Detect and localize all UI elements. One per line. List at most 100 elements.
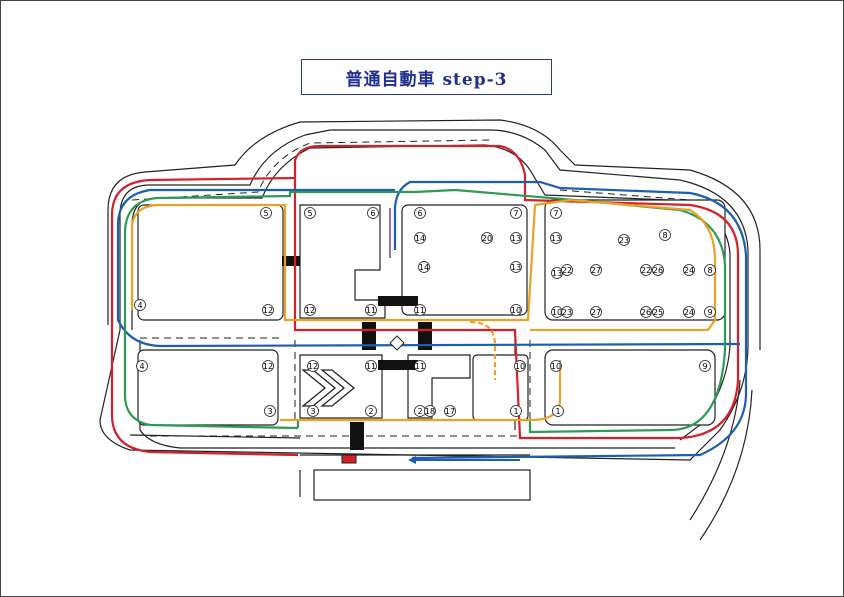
marker-label: 10 [511, 306, 521, 315]
marker-22: 27 [590, 264, 602, 276]
center-diamond [389, 335, 405, 351]
marker-label: 10 [551, 362, 561, 371]
marker-label: 23 [562, 308, 572, 317]
marker-35: 12 [262, 360, 274, 372]
marker-40: 10 [550, 360, 562, 372]
marker-label: 6 [417, 209, 422, 218]
course-blocks [137, 199, 726, 426]
entrance-marker [341, 454, 357, 464]
marker-label: 13 [511, 263, 521, 272]
marker-10: 11 [414, 304, 426, 316]
marker-label: 11 [366, 306, 376, 315]
marker-label: 22 [641, 266, 651, 275]
marker-1: 5 [304, 207, 316, 219]
marker-41: 9 [699, 360, 711, 372]
marker-16: 13 [510, 261, 522, 273]
route-red [110, 144, 740, 457]
marker-label: 12 [263, 362, 273, 371]
marker-43: 3 [307, 405, 319, 417]
marker-label: 26 [653, 266, 663, 275]
marker-label: 8 [707, 266, 712, 275]
marker-36: 12 [307, 360, 319, 372]
marker-20: 13 [551, 267, 563, 279]
marker-label: 14 [419, 263, 429, 272]
marker-label: 12 [305, 306, 315, 315]
marker-44: 2 [365, 405, 377, 417]
marker-34: 4 [136, 360, 148, 372]
routes [110, 144, 748, 460]
marker-18: 8 [659, 229, 671, 241]
marker-39: 10 [514, 360, 526, 372]
marker-label: 25 [653, 308, 663, 317]
marker-label: 17 [445, 407, 455, 416]
marker-9: 11 [365, 304, 377, 316]
marker-11: 10 [510, 304, 522, 316]
marker-25: 24 [683, 264, 695, 276]
marker-label: 23 [619, 236, 629, 245]
marker-label: 11 [415, 306, 425, 315]
marker-label: 24 [684, 266, 694, 275]
marker-26: 8 [704, 264, 716, 276]
marker-13: 20 [481, 232, 493, 244]
marker-label: 27 [591, 266, 601, 275]
marker-label: 10 [515, 362, 525, 371]
marker-37: 11 [365, 360, 377, 372]
marker-label: 27 [591, 308, 601, 317]
route-blue [116, 180, 748, 460]
page-title: 普通自動車 step-3 [345, 69, 508, 90]
marker-47: 17 [444, 405, 456, 417]
marker-label: 2 [417, 407, 422, 416]
marker-17: 13 [550, 232, 562, 244]
marker-label: 13 [511, 234, 521, 243]
marker-12: 14 [414, 232, 426, 244]
route-orange [130, 198, 717, 422]
marker-2: 6 [367, 207, 379, 219]
marker-label: 11 [415, 362, 425, 371]
marker-29: 27 [590, 306, 602, 318]
marker-19: 23 [618, 234, 630, 246]
marker-label: 24 [684, 308, 694, 317]
marker-label: 13 [552, 269, 562, 278]
marker-28: 23 [561, 306, 573, 318]
title-box: 普通自動車 step-3 [301, 59, 552, 95]
marker-label: 12 [263, 306, 273, 315]
marker-label: 12 [308, 362, 318, 371]
marker-label: 13 [551, 234, 561, 243]
marker-48: 1 [510, 405, 522, 417]
marker-label: 1 [513, 407, 518, 416]
marker-33: 9 [704, 306, 716, 318]
marker-23: 22 [640, 264, 652, 276]
marker-4: 7 [510, 207, 522, 219]
marker-label: 2 [368, 407, 373, 416]
marker-6: 4 [134, 299, 146, 311]
marker-label: 9 [707, 308, 712, 317]
marker-27: 10 [551, 306, 563, 318]
marker-label: 10 [552, 308, 562, 317]
marker-24: 26 [652, 264, 664, 276]
marker-label: 14 [415, 234, 425, 243]
marker-46: 18 [424, 405, 436, 417]
marker-49: 1 [552, 405, 564, 417]
marker-label: 3 [267, 407, 272, 416]
marker-21: 22 [561, 264, 573, 276]
marker-label: 26 [641, 308, 651, 317]
marker-label: 9 [702, 362, 707, 371]
marker-8: 12 [304, 304, 316, 316]
route-orange-dashed [469, 320, 497, 380]
marker-32: 24 [683, 306, 695, 318]
marker-label: 6 [370, 209, 375, 218]
exit-arrow-head [408, 456, 416, 464]
marker-label: 22 [562, 266, 572, 275]
marker-label: 8 [662, 231, 667, 240]
marker-45: 2 [414, 405, 426, 417]
marker-5: 7 [550, 207, 562, 219]
marker-label: 3 [310, 407, 315, 416]
marker-label: 11 [366, 362, 376, 371]
marker-label: 4 [137, 301, 142, 310]
marker-label: 18 [425, 407, 435, 416]
marker-14: 13 [510, 232, 522, 244]
marker-31: 26 [640, 306, 652, 318]
marker-label: 5 [263, 209, 268, 218]
